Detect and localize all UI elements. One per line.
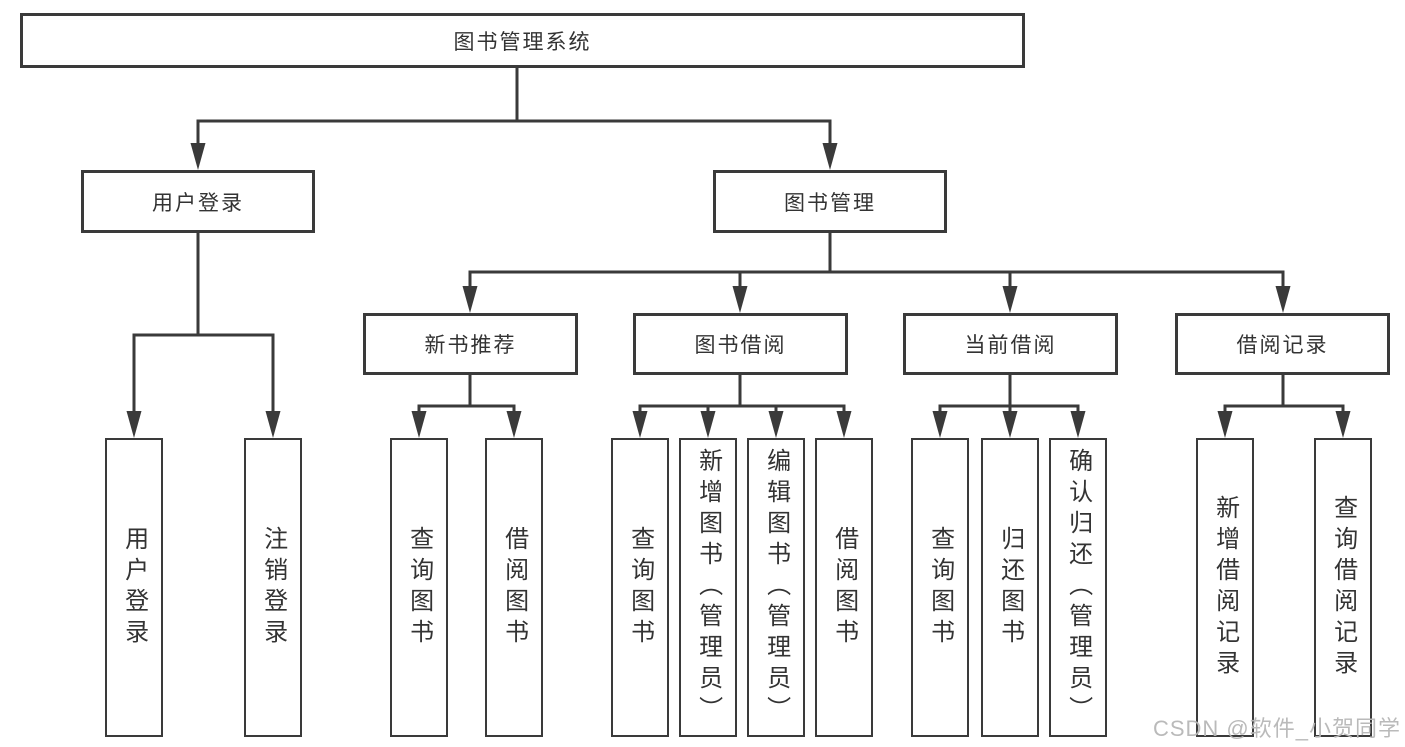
node-label: 新增图书（管理员） xyxy=(694,448,722,727)
node-label: 新增借阅记录 xyxy=(1211,494,1239,681)
arrowhead-icon xyxy=(822,143,838,170)
node-label: 图书管理系统 xyxy=(453,30,592,54)
node-label: 当前借阅 xyxy=(964,334,1057,357)
node-leaf-logout: 注销登录 xyxy=(244,438,302,737)
node-label: 图书管理 xyxy=(784,191,876,215)
node-label: 编辑图书（管理员） xyxy=(762,448,790,727)
connector-userlogin-to-leaves xyxy=(132,231,275,416)
node-leaf-borrow-books: 借阅图书 xyxy=(485,438,543,737)
watermark-text: CSDN @软件_小贺同学 xyxy=(1152,716,1401,741)
arrowhead-icon xyxy=(126,411,142,438)
connector-paths xyxy=(132,66,1345,416)
arrowheads-group xyxy=(126,143,1351,438)
connector-bookmgmt-to-level3 xyxy=(468,231,1285,292)
arrowhead-icon xyxy=(1335,411,1351,438)
node-label: 注销登录 xyxy=(259,525,287,650)
node-label: 查询图书 xyxy=(926,525,954,650)
connector-bookborrow-to-leaves xyxy=(638,373,846,416)
node-leaf-edit-book-admin: 编辑图书（管理员） xyxy=(747,438,805,737)
node-leaf-add-borrow-record: 新增借阅记录 xyxy=(1196,438,1254,737)
node-leaf-confirm-return-admin: 确认归还（管理员） xyxy=(1049,438,1107,737)
node-borrow-records: 借阅记录 xyxy=(1175,313,1390,375)
connector-root-to-level2 xyxy=(196,66,832,150)
node-label: 用户登录 xyxy=(152,191,244,215)
node-label: 查询图书 xyxy=(405,525,433,650)
arrowhead-icon xyxy=(411,411,427,438)
connector-currentborrow-to-leaves xyxy=(938,373,1080,416)
node-user-login: 用户登录 xyxy=(81,170,315,233)
arrowhead-icon xyxy=(1002,286,1018,313)
node-label: 确认归还（管理员） xyxy=(1064,448,1092,727)
node-leaf-return-book: 归还图书 xyxy=(981,438,1039,737)
arrowhead-icon xyxy=(462,286,478,313)
node-book-borrow: 图书借阅 xyxy=(633,313,848,375)
node-current-borrow: 当前借阅 xyxy=(903,313,1118,375)
arrowhead-icon xyxy=(265,411,281,438)
node-leaf-query-borrow-record: 查询借阅记录 xyxy=(1314,438,1372,737)
node-label: 查询借阅记录 xyxy=(1329,494,1357,681)
node-label: 查询图书 xyxy=(626,525,654,650)
arrowhead-icon xyxy=(1275,286,1291,313)
node-label: 借阅记录 xyxy=(1236,334,1329,357)
arrowhead-icon xyxy=(768,411,784,438)
node-library-management-system: 图书管理系统 xyxy=(20,13,1025,68)
arrowhead-icon xyxy=(700,411,716,438)
node-label: 借阅图书 xyxy=(500,525,528,650)
node-book-management: 图书管理 xyxy=(713,170,947,233)
arrowhead-icon xyxy=(1217,411,1233,438)
arrowhead-icon xyxy=(932,411,948,438)
arrowhead-icon xyxy=(506,411,522,438)
node-leaf-borrow-books: 借阅图书 xyxy=(815,438,873,737)
node-leaf-query-books: 查询图书 xyxy=(390,438,448,737)
node-label: 新书推荐 xyxy=(424,334,517,357)
node-leaf-query-books: 查询图书 xyxy=(611,438,669,737)
arrowhead-icon xyxy=(732,286,748,313)
connector-borrowrecords-to-leaves xyxy=(1223,373,1345,416)
node-label: 图书借阅 xyxy=(694,334,787,357)
arrowhead-icon xyxy=(1070,411,1086,438)
node-label: 用户登录 xyxy=(120,525,148,650)
node-leaf-add-book-admin: 新增图书（管理员） xyxy=(679,438,737,737)
node-label: 归还图书 xyxy=(996,525,1024,650)
node-leaf-query-books: 查询图书 xyxy=(911,438,969,737)
arrowhead-icon xyxy=(632,411,648,438)
node-label: 借阅图书 xyxy=(830,525,858,650)
node-new-book-recommend: 新书推荐 xyxy=(363,313,578,375)
node-leaf-user-login: 用户登录 xyxy=(105,438,163,737)
arrowhead-icon xyxy=(836,411,852,438)
arrowhead-icon xyxy=(1002,411,1018,438)
arrowhead-icon xyxy=(190,143,206,170)
connector-newbook-to-leaves xyxy=(417,373,516,416)
